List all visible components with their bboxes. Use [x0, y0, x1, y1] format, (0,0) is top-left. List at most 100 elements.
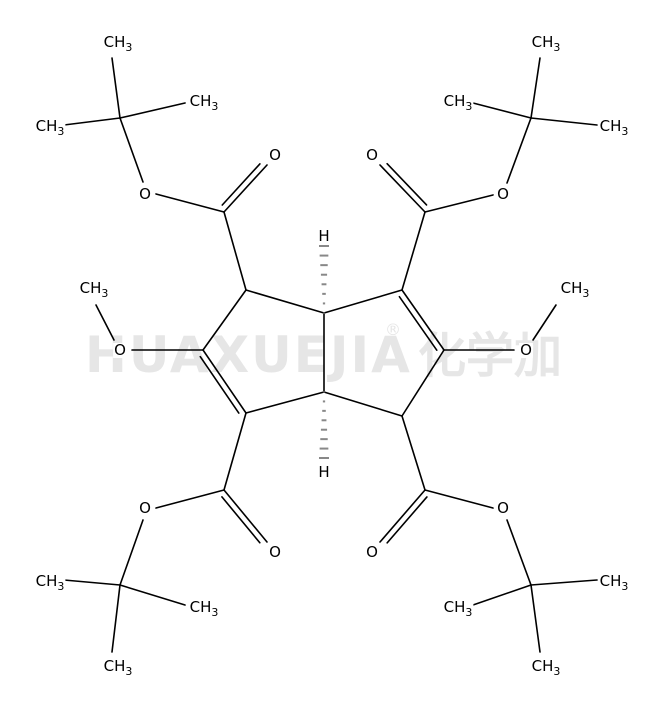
ring-bond	[401, 349, 445, 417]
methyl-tbutyl-top-right-right-main: CH	[600, 117, 622, 135]
methyl-tbutyl-top-right-right: CH3	[600, 117, 629, 138]
ring-double-bond-right	[401, 289, 445, 351]
watermark: HUAXUEJIA ® 化学加	[85, 320, 562, 384]
ring-double-bond-left	[202, 349, 247, 414]
methyl-tbutyl-bottom-right-bottom-background	[530, 659, 562, 677]
ring-double-bond-left-second-line	[199, 355, 240, 414]
methyl-tbutyl-top-left-top-subscript: 3	[125, 41, 132, 54]
oxygen-atom-ester-bottom-left: O	[139, 499, 151, 517]
ring-bond	[202, 289, 247, 351]
ester-o-bond	[424, 489, 494, 509]
oxygen-atom-ester-bottom-left-background	[138, 501, 152, 516]
methyl-tbutyl-bottom-left-bottom-subscript: 3	[125, 665, 132, 678]
ring-bond	[245, 289, 325, 314]
tbutyl-o-bond	[119, 519, 144, 586]
methyl-tbutyl-bottom-right-bottom: CH3	[532, 657, 561, 678]
hashed-wedge-top	[319, 245, 329, 314]
methyl-tbutyl-top-left-left-main: CH	[36, 117, 58, 135]
methyl-tbutyl-bottom-right-left-subscript: 3	[465, 606, 472, 619]
methyl-methoxy-left: CH3	[80, 279, 109, 300]
tbutyl-methyl-bond	[530, 117, 598, 126]
oxygen-atom-ester-top-right-background	[496, 187, 510, 202]
tbutyl-o-bond	[119, 117, 144, 183]
hydrogen-atom-bottom-background	[317, 465, 331, 480]
methoxy-methyl-bond	[95, 304, 115, 341]
ester-bond	[401, 415, 426, 491]
methyl-tbutyl-bottom-right-right-main: CH	[600, 572, 622, 590]
methyl-tbutyl-top-right-left-main: CH	[444, 92, 466, 110]
oxygen-atom-methoxy-left-background	[113, 343, 127, 358]
stereo-wedges	[319, 245, 329, 459]
tbutyl-methyl-bond	[472, 584, 532, 606]
methyl-tbutyl-top-left-right-subscript: 3	[211, 100, 218, 113]
carbonyl-double-bond	[223, 489, 268, 543]
methoxy-methyl-bond	[532, 304, 557, 341]
methyl-tbutyl-top-right-left-subscript: 3	[465, 100, 472, 113]
tbutyl-methyl-bond	[111, 584, 121, 653]
methyl-tbutyl-top-right-top-main: CH	[532, 33, 554, 51]
ester-bond	[223, 211, 247, 291]
methyl-tbutyl-top-right-right-background	[598, 119, 630, 137]
methyl-tbutyl-bottom-right-right: CH3	[600, 572, 629, 593]
tbutyl-methyl-bond	[530, 57, 541, 119]
carbonyl-double-bond-second-line	[386, 496, 428, 544]
ester-o-bond	[155, 193, 225, 213]
tbutyl-o-bond	[506, 519, 532, 586]
methyl-tbutyl-bottom-right-bottom-main: CH	[532, 657, 554, 675]
hydrogen-atom-top-background	[317, 229, 331, 244]
methyl-tbutyl-bottom-right-bottom-subscript: 3	[553, 665, 560, 678]
methyl-tbutyl-top-right-top-background	[530, 35, 562, 53]
methyl-tbutyl-top-right-left-background	[442, 94, 474, 112]
ester-bond	[223, 412, 247, 491]
hydrogen-atom-top: H	[318, 227, 329, 245]
methyl-tbutyl-bottom-left-bottom-background	[102, 659, 134, 677]
methyl-methoxy-right-main: CH	[561, 279, 583, 297]
oxygen-atom-carbonyl-bottom-left-background	[268, 545, 282, 560]
watermark-registered: ®	[385, 320, 401, 339]
carbonyl-double-bond	[379, 489, 426, 543]
methyl-tbutyl-bottom-left-left-background	[34, 574, 66, 592]
oxygen-atom-ester-top-left-background	[138, 187, 152, 202]
methyl-methoxy-right: CH3	[561, 279, 590, 300]
oxygen-atom-carbonyl-top-left-background	[268, 148, 282, 163]
carbonyl-double-bond-second-line	[221, 496, 261, 544]
carbonyl-double-bond-second-line	[221, 163, 261, 206]
methyl-tbutyl-bottom-right-right-subscript: 3	[621, 580, 628, 593]
methyl-tbutyl-bottom-left-right: CH3	[190, 598, 219, 619]
tbutyl-methyl-bond	[530, 579, 598, 586]
methyl-methoxy-left-main: CH	[80, 279, 102, 297]
methyl-tbutyl-bottom-right-left-main: CH	[444, 598, 466, 616]
methyl-methoxy-left-subscript: 3	[101, 287, 108, 300]
methyl-tbutyl-bottom-right-left-background	[442, 600, 474, 618]
ring-double-bond-right-second-line	[398, 295, 438, 351]
methyl-tbutyl-bottom-left-bottom: CH3	[104, 657, 133, 678]
methyl-tbutyl-top-left-top-main: CH	[104, 33, 126, 51]
oxygen-atom-methoxy-left: O	[114, 341, 126, 359]
tbutyl-methyl-bond	[63, 579, 121, 586]
oxygen-atom-ester-top-right: O	[497, 185, 509, 203]
methyl-tbutyl-bottom-left-bottom-main: CH	[104, 657, 126, 675]
methyl-tbutyl-top-left-top-background	[102, 35, 134, 53]
methyl-tbutyl-bottom-left-left: CH3	[36, 572, 65, 593]
methyl-tbutyl-bottom-left-left-main: CH	[36, 572, 58, 590]
methyl-tbutyl-top-right-top: CH3	[532, 33, 561, 54]
oxygen-atom-carbonyl-bottom-right: O	[366, 543, 378, 561]
tbutyl-methyl-bond	[63, 117, 121, 126]
oxygen-atom-carbonyl-bottom-left: O	[269, 543, 281, 561]
methyl-tbutyl-bottom-right-left: CH3	[444, 598, 473, 619]
carbonyl-double-bond	[223, 164, 268, 213]
bonds	[63, 57, 598, 653]
methyl-tbutyl-bottom-left-right-subscript: 3	[211, 606, 218, 619]
methyl-tbutyl-top-right-right-subscript: 3	[621, 125, 628, 138]
methyl-methoxy-left-background	[78, 281, 110, 299]
watermark-chinese: 化学加	[418, 328, 562, 384]
methyl-tbutyl-top-left-right-background	[188, 94, 220, 112]
hydrogen-atom-bottom: H	[318, 463, 329, 481]
tbutyl-methyl-bond	[111, 57, 121, 119]
oxygen-atom-ester-top-left: O	[139, 185, 151, 203]
tbutyl-methyl-bond	[119, 584, 186, 606]
methyl-tbutyl-bottom-left-right-background	[188, 600, 220, 618]
oxygen-atom-carbonyl-top-right: O	[366, 146, 378, 164]
